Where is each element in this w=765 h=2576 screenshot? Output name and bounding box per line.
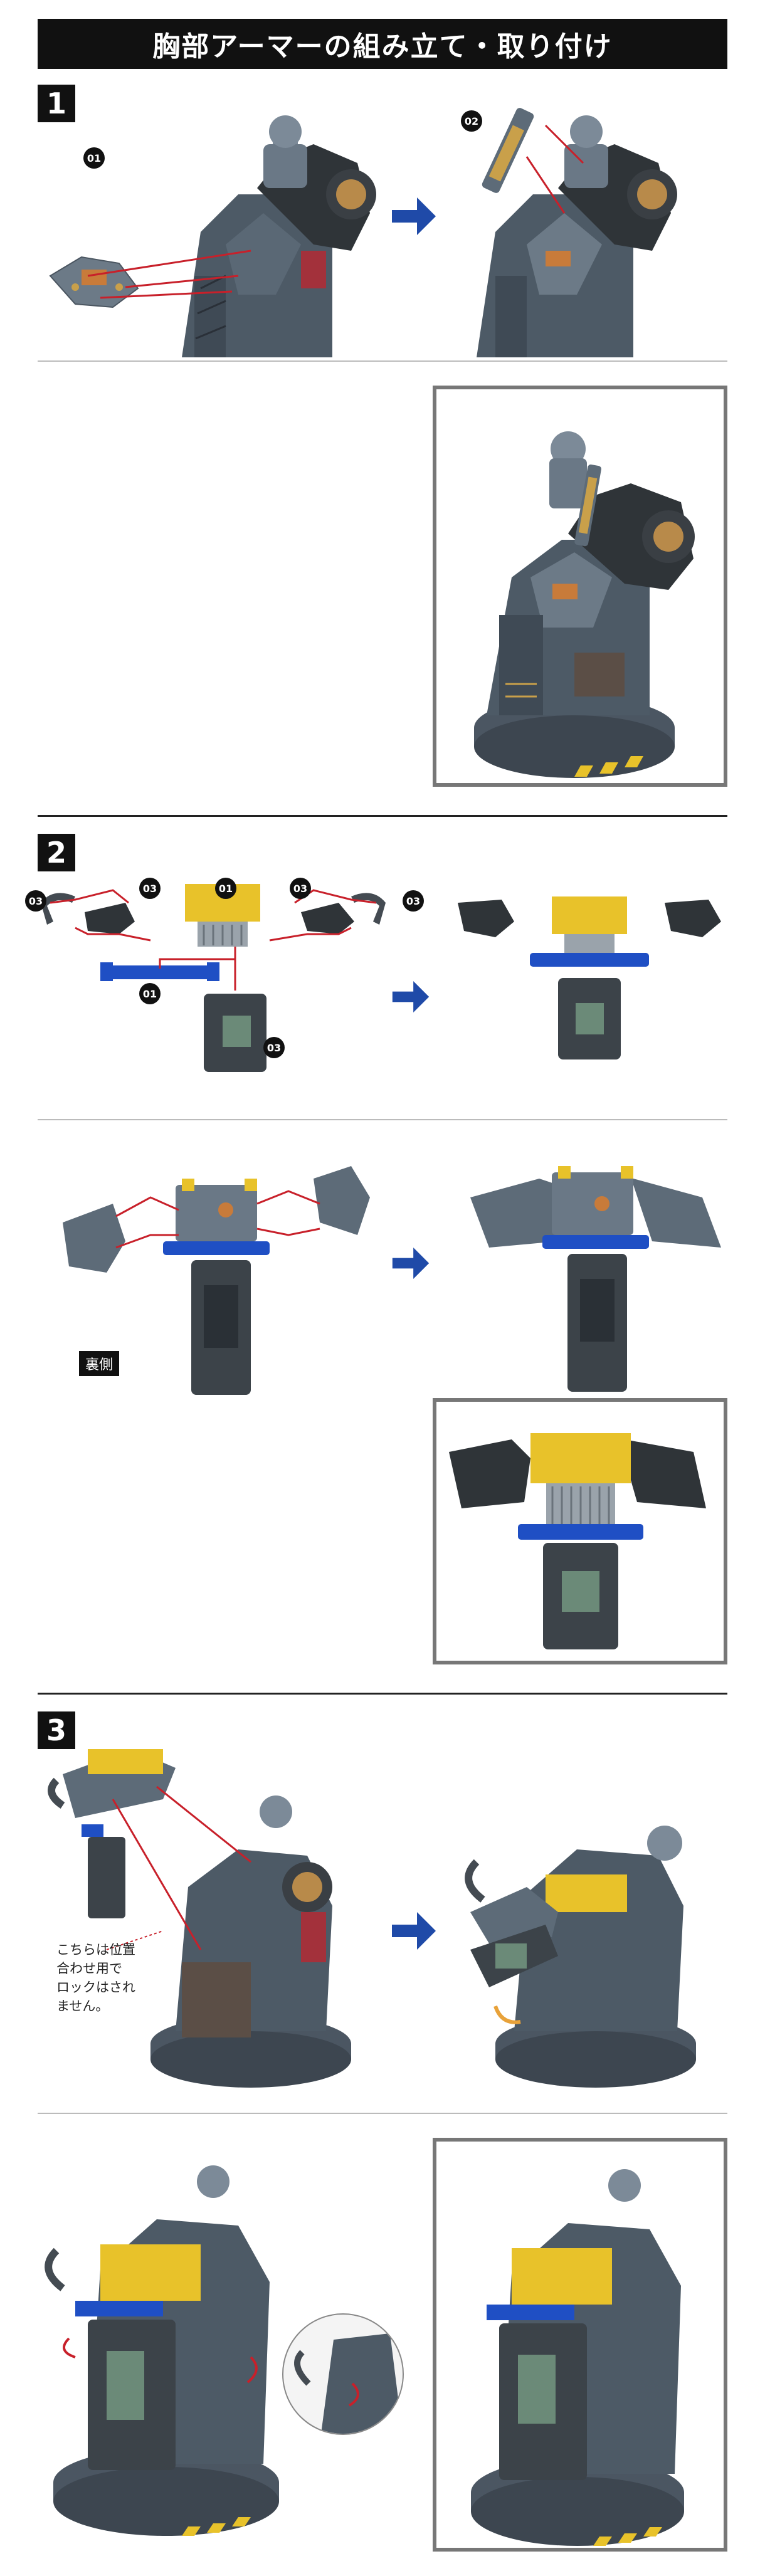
step-1-after-illustration: [439, 88, 734, 357]
step-3-arrow-icon: [392, 1912, 436, 1950]
detail-zoom-circle: [282, 2313, 404, 2435]
step-1-arrow-icon: [392, 197, 436, 235]
step-3-badge: 3: [38, 1711, 75, 1749]
divider: [38, 1119, 727, 1120]
part-number-03-right-shoulder: 03: [290, 878, 311, 899]
back-side-label: 裏側: [79, 1351, 120, 1376]
step-1-before-illustration: [38, 88, 389, 357]
step-1-completed-view: [433, 386, 727, 787]
part-number-02: 02: [461, 110, 482, 132]
part-number-01-chest: 01: [215, 878, 236, 899]
lock-note-text: こちらは位置 合わせ用で ロックはされ ません。: [56, 1942, 135, 2014]
part-number-03-pack: 03: [263, 1037, 285, 1058]
step-2-badge: 2: [38, 834, 75, 871]
section-divider: [38, 1693, 727, 1695]
part-number-01: 01: [83, 147, 105, 169]
step-3-before-illustration: [38, 1724, 389, 2088]
part-number-03-right-bracket: 03: [403, 890, 424, 912]
step-3-final-illustration: [31, 2144, 301, 2539]
page-title: 胸部アーマーの組み立て・取り付け: [38, 19, 727, 69]
step-3-completed-view: [433, 2138, 727, 2552]
step-2-back-exploded: [56, 1141, 382, 1404]
divider: [38, 360, 727, 362]
divider: [38, 2113, 727, 2114]
step-2b-arrow-icon: [392, 1248, 430, 1279]
step-2-completed-view: [433, 1398, 727, 1664]
step-2-back-assembled: [464, 1141, 727, 1404]
part-number-01-blue-bar: 01: [139, 983, 161, 1004]
part-number-03-left-shoulder: 03: [139, 878, 161, 899]
step-1-badge: 1: [38, 85, 75, 122]
step-2-assembled-front: [451, 878, 727, 1072]
section-divider: [38, 815, 727, 817]
step-2-arrow-icon: [392, 981, 430, 1012]
step-2-exploded-illustration: [25, 865, 401, 1072]
part-number-03-left-bracket: 03: [25, 890, 46, 912]
step-3-after-illustration: [451, 1749, 734, 2088]
